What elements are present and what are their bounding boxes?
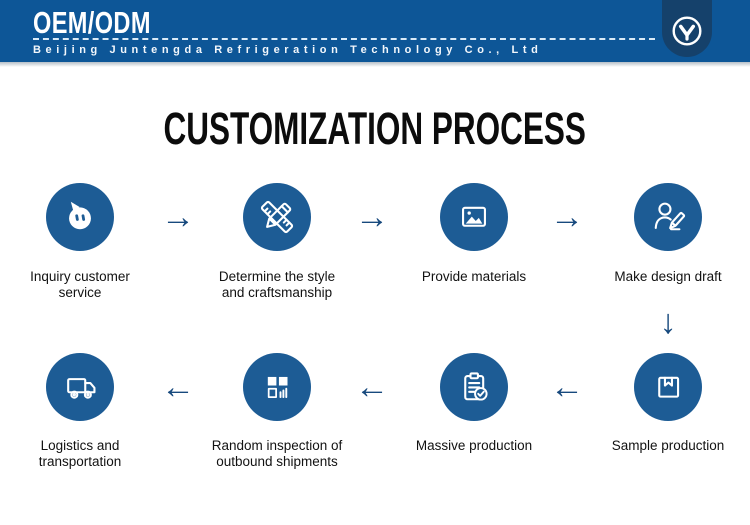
step-label: Massive production <box>415 438 533 453</box>
chevron-down-icon <box>672 15 702 46</box>
arrow-left-icon: ← <box>161 368 195 406</box>
company-name: Beijing Juntengda Refrigeration Technolo… <box>33 44 543 56</box>
grid-window-icon <box>267 376 288 399</box>
step-circle-sample <box>634 353 702 421</box>
step-label: Logistics and transportation <box>38 438 122 469</box>
truck-icon <box>67 378 96 399</box>
dashed-divider <box>33 38 655 40</box>
step-circle-inquiry <box>46 183 114 251</box>
step-circle-inspection <box>243 353 311 421</box>
step-label: Determine the style and craftsmanship <box>218 269 336 300</box>
chat-bubble-icon <box>69 201 91 230</box>
step-circle-style <box>243 183 311 251</box>
clipboard-check-icon <box>464 372 488 401</box>
step-label: Sample production <box>611 438 725 453</box>
box-icon <box>658 376 680 398</box>
arrow-right-icon: → <box>161 198 195 236</box>
arrow-right-icon: → <box>355 198 389 236</box>
scroll-down-badge[interactable] <box>662 0 712 57</box>
header-shadow <box>0 62 750 67</box>
image-icon <box>462 206 486 227</box>
step-label: Provide materials <box>421 269 527 284</box>
step-label: Random inspection of outbound shipments <box>211 438 343 469</box>
header-banner: OEM/ODM Beijing Juntengda Refrigeration … <box>0 0 750 62</box>
step-label: Make design draft <box>614 269 722 284</box>
brand-logo: OEM/ODM <box>33 5 151 40</box>
arrow-down-icon: ↓ <box>659 303 677 341</box>
arrow-right-icon: → <box>550 198 584 236</box>
arrow-left-icon: ← <box>550 368 584 406</box>
step-label: Inquiry customer service <box>30 269 130 300</box>
step-circle-materials <box>440 183 508 251</box>
step-circle-design <box>634 183 702 251</box>
page-title: CUSTOMIZATION PROCESS <box>163 103 587 154</box>
pencil-ruler-icon <box>260 200 294 234</box>
step-circle-production <box>440 353 508 421</box>
designer-icon <box>654 202 686 231</box>
arrow-left-icon: ← <box>355 368 389 406</box>
step-circle-logistics <box>46 353 114 421</box>
